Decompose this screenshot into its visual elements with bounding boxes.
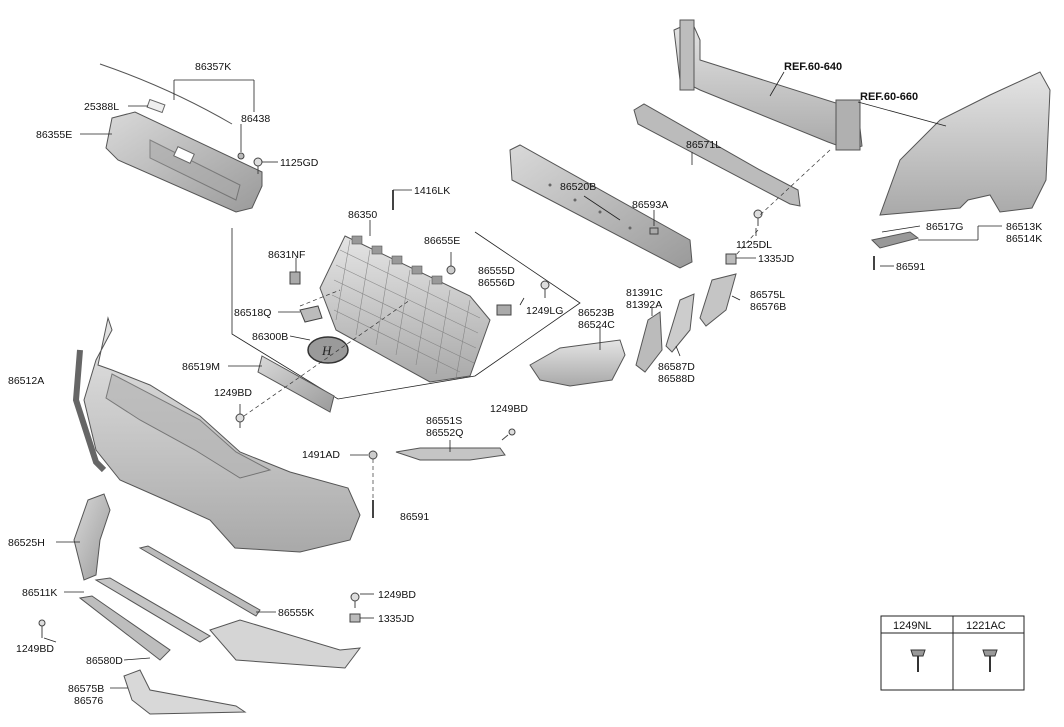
label-81391C: 81391C [626,287,663,299]
screw-part [235,413,245,428]
front-bumper-cover-part [72,316,361,553]
cover-strip-part [99,63,233,125]
label-1416LK: 1416LK [414,185,450,197]
bumper-absorber-part [509,144,693,269]
label-86576B: 86576B [750,301,786,313]
label-86350: 86350 [348,209,377,221]
reinforcement-strip-part [633,103,801,207]
label-86575L: 86575L [750,289,785,301]
lower-strip-part [94,577,211,643]
fastener-legend-table: 1249NL 1221AC [880,615,1025,691]
label-86300B: 86300B [252,331,288,343]
label-86525H: 86525H [8,537,45,549]
label-86587D: 86587D [658,361,695,373]
legend-header-1249NL: 1249NL [893,620,932,632]
clip-part [349,613,361,623]
label-1335JD-b: 1335JD [758,253,795,265]
label-86552Q: 86552Q [426,427,463,439]
label-86588D: 86588D [658,373,695,385]
lower-trim-part [123,669,247,715]
label-86438: 86438 [241,113,270,125]
label-86575B: 86575B [68,683,104,695]
label-86357K: 86357K [195,61,231,73]
label-86571L: 86571L [686,139,721,151]
label-1249LG: 1249LG [526,305,563,317]
radiator-upper-cover-part [105,111,263,213]
lower-garnish-part [138,545,261,617]
clip-part [368,450,378,460]
label-86523B: 86523B [578,307,614,319]
part-labels: 86357K 25388L 86438 86355E 1125GD 1416LK… [8,61,1042,707]
label-86513K: 86513K [1006,221,1042,233]
label-1125GD: 1125GD [280,157,319,169]
radiator-grille-part [319,235,491,383]
screw-part [501,428,516,441]
lower-deflector-part [73,493,111,581]
fog-lamp-bezel-part [529,339,626,387]
bolt-icon [982,649,998,672]
label-1249BD-c: 1249BD [378,589,416,601]
label-86593A: 86593A [632,199,668,211]
label-1491AD: 1491AD [302,449,340,461]
license-plate-bracket-part [257,355,335,413]
label-86556D: 86556D [478,277,515,289]
legend-header-1221AC: 1221AC [966,620,1006,632]
label-25388L: 25388L [84,101,119,113]
label-8631NF: 8631NF [268,249,305,261]
screw-part [38,619,46,638]
screw-part [753,209,763,226]
bracket-part [665,293,695,353]
label-86591-a: 86591 [400,511,429,523]
label-86655E: 86655E [424,235,460,247]
screw-part [540,280,550,298]
bracket-part [289,271,301,285]
grille-clips [351,235,443,285]
label-86517G: 86517G [926,221,963,233]
label-81392A: 81392A [626,299,662,311]
bracket-part [635,311,663,373]
label-86555K: 86555K [278,607,314,619]
label-86520B: 86520B [560,181,596,193]
label-1249BD-b: 1249BD [490,403,528,415]
skid-plate-part [78,595,171,661]
clip-part [237,152,245,160]
label-1125DL: 1125DL [736,239,772,251]
screw-icon [910,649,926,672]
label-86519M: 86519M [182,361,220,373]
label-86580D: 86580D [86,655,123,667]
label-86524C: 86524C [578,319,615,331]
label-86518Q: 86518Q [234,307,271,319]
label-86555D: 86555D [478,265,515,277]
label-86551S: 86551S [426,415,462,427]
label-86511K: 86511K [22,587,57,599]
screw-part [350,592,360,608]
label-86514K: 86514K [1006,233,1042,245]
bracket-part [699,273,737,327]
bracket-part [299,305,323,323]
clip-part [146,98,166,114]
bumper-beam-part [673,19,863,151]
label-86512A: 86512A [8,375,44,387]
label-1249BD-a: 1249BD [214,387,252,399]
label-86591-b: 86591 [896,261,925,273]
svg-text:H: H [321,343,332,358]
lower-molding-part [209,619,362,669]
leader-lines [43,71,1002,689]
bracket-part [496,304,512,316]
label-86355E: 86355E [36,129,72,141]
fender-bracket-part [870,231,920,249]
clip-part [446,265,456,275]
clip-part [725,253,737,265]
grille-assembly-outline [231,228,581,400]
label-1249BD-d: 1249BD [16,643,54,655]
label-86576: 86576 [74,695,103,707]
label-ref-60-660: REF.60-660 [860,91,918,103]
label-ref-60-640: REF.60-640 [784,61,842,73]
bumper-trim-part [395,447,506,461]
emblem-part: H [307,336,349,364]
front-fender-part [879,71,1051,216]
label-1335JD-a: 1335JD [378,613,415,625]
clip-part [649,227,659,235]
